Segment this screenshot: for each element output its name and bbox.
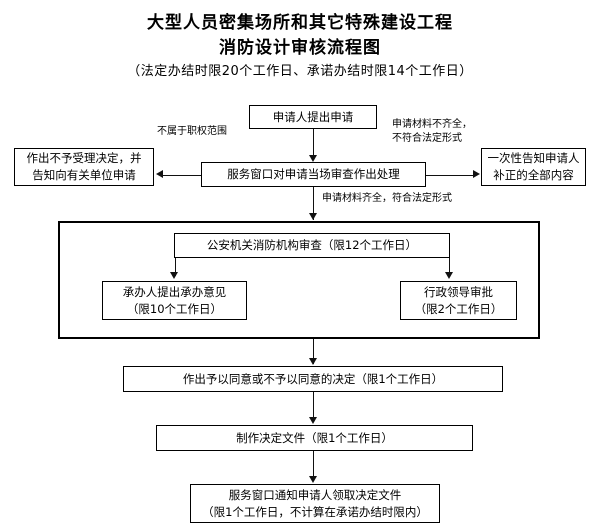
connector-group-to-decision	[313, 339, 314, 364]
node-fire-agency-review-label: 公安机关消防机构审查（限12个工作日）	[206, 238, 418, 253]
connector-applicant-to-window	[313, 129, 314, 157]
node-produce-document-label: 制作决定文件（限1个工作日）	[236, 430, 393, 445]
node-notify-collect[interactable]: 服务窗口通知申请人领取决定文件 （限1个工作日，不计算在承诺办结时限内）	[190, 484, 440, 523]
review-stage-group-frame	[58, 221, 540, 339]
connector-window-to-reject	[163, 174, 201, 176]
connector-fire-to-handler	[174, 258, 176, 276]
node-fire-agency-review[interactable]: 公安机关消防机构审查（限12个工作日）	[174, 233, 450, 258]
arrow-decision-to-document	[308, 417, 317, 424]
node-produce-document[interactable]: 制作决定文件（限1个工作日）	[156, 425, 473, 451]
connector-window-to-notice	[426, 174, 474, 176]
node-consent-decision[interactable]: 作出予以同意或不予以同意的决定（限1个工作日）	[123, 366, 503, 392]
node-notify-collect-label: 服务窗口通知申请人领取决定文件 （限1个工作日，不计算在承诺办结时限内）	[202, 487, 428, 519]
node-reject-decision[interactable]: 作出不予受理决定，并 告知向有关单位申请	[14, 148, 154, 186]
edge-label-materials-incomplete: 申请材料不齐全， 不符合法定形式	[392, 119, 472, 144]
arrow-document-to-notify	[308, 476, 317, 483]
node-leader-approval[interactable]: 行政领导审批 （限2个工作日）	[400, 281, 517, 320]
node-applicant-submit[interactable]: 申请人提出申请	[249, 105, 377, 129]
connector-document-to-notify	[313, 451, 314, 481]
node-service-window-review[interactable]: 服务窗口对申请当场审查作出处理	[201, 162, 426, 187]
edge-label-out-of-scope: 不属于职权范围	[157, 126, 227, 137]
node-one-time-notice-label: 一次性告知申请人 补正的全部内容	[487, 151, 580, 182]
arrow-applicant-to-window	[308, 155, 317, 162]
arrow-window-to-notice	[473, 170, 480, 178]
node-handler-opinion[interactable]: 承办人提出承办意见 （限10个工作日）	[102, 281, 247, 320]
arrow-window-to-group	[308, 213, 317, 220]
node-one-time-notice[interactable]: 一次性告知申请人 补正的全部内容	[481, 148, 586, 186]
node-leader-approval-label: 行政领导审批 （限2个工作日）	[414, 284, 503, 316]
connector-window-to-group	[313, 187, 314, 220]
node-service-window-review-label: 服务窗口对申请当场审查作出处理	[227, 167, 400, 182]
connector-fire-to-leader	[449, 258, 450, 276]
page-title-line-1: 大型人员密集场所和其它特殊建设工程	[147, 13, 453, 33]
connector-decision-to-document	[313, 392, 314, 422]
arrow-fire-to-handler	[170, 272, 178, 279]
node-handler-opinion-label: 承办人提出承办意见 （限10个工作日）	[122, 284, 227, 316]
edge-label-materials-complete: 申请材料齐全，符合法定形式	[322, 193, 452, 204]
page-title-line-2: 消防设计审核流程图	[219, 38, 381, 58]
node-reject-decision-label: 作出不予受理决定，并 告知向有关单位申请	[26, 151, 142, 182]
node-consent-decision-label: 作出予以同意或不予以同意的决定（限1个工作日）	[182, 371, 444, 386]
arrow-window-to-reject	[156, 170, 163, 178]
arrow-group-to-decision	[308, 358, 317, 365]
arrow-fire-to-leader	[444, 272, 453, 279]
page-subtitle: （法定办结时限20个工作日、承诺办结时限14个工作日）	[127, 64, 473, 79]
node-applicant-submit-label: 申请人提出申请	[272, 109, 354, 124]
